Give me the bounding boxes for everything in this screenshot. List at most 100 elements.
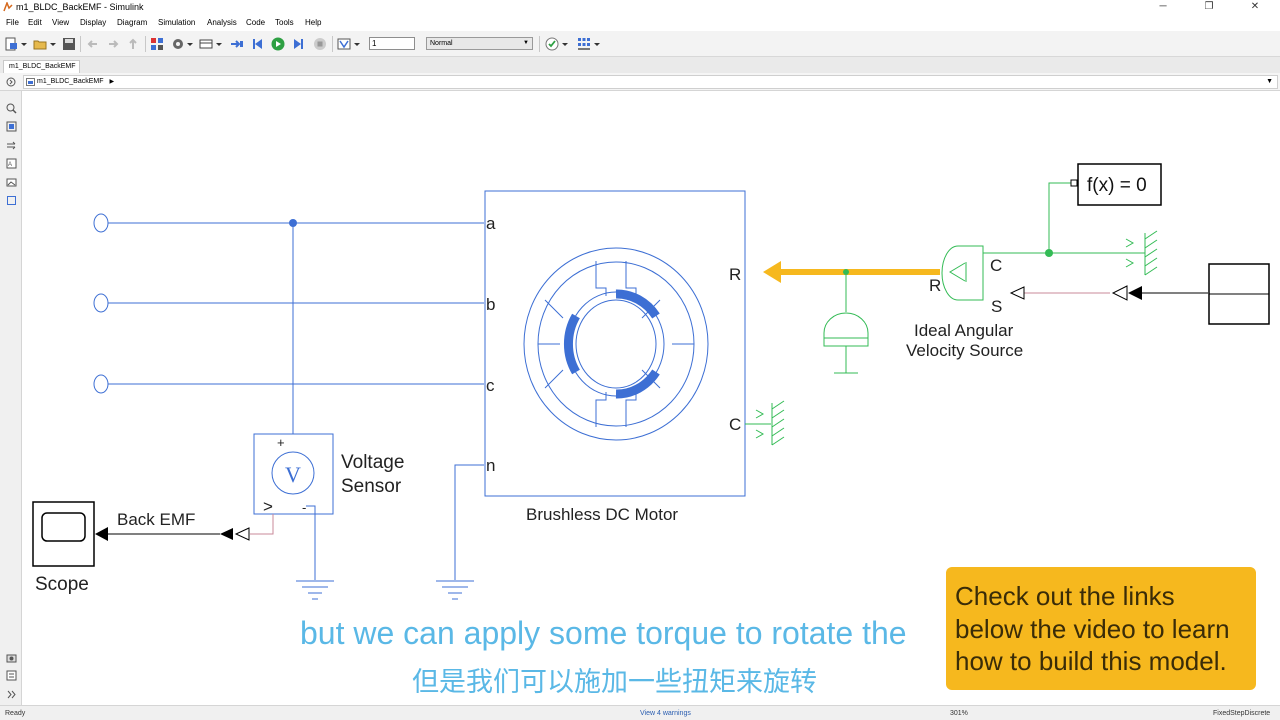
toolbar-separator <box>539 36 540 52</box>
data-inspector-icon[interactable] <box>577 37 591 51</box>
menu-simulation[interactable]: Simulation <box>158 18 196 27</box>
toolbar-separator <box>80 36 81 52</box>
mechanical-reference-source[interactable] <box>1125 230 1158 276</box>
close-button[interactable]: ✕ <box>1250 1 1260 12</box>
model-advisor-icon[interactable] <box>545 37 559 51</box>
callout-line: how to build this model. <box>955 646 1227 676</box>
wire-sensor-minus[interactable] <box>306 505 316 580</box>
simulation-mode-select[interactable]: Normal ▼ <box>426 37 533 50</box>
source-port-r: R <box>929 276 941 295</box>
fit-to-view-icon[interactable] <box>6 121 17 132</box>
title-bar: m1_BLDC_BackEMF - Simulink ─ ❐ ✕ <box>0 0 1280 15</box>
menu-bar: File Edit View Display Diagram Simulatio… <box>0 15 1280 31</box>
chevron-down-icon[interactable] <box>353 37 361 51</box>
menu-analysis[interactable]: Analysis <box>207 18 237 27</box>
chevron-down-icon[interactable]: ▼ <box>1266 78 1273 85</box>
model-tab-strip: m1_BLDC_BackEMF <box>0 57 1280 73</box>
model-explorer-icon[interactable] <box>199 37 213 51</box>
block-diagram: a b c n R C Brushless DC Motor V <box>32 163 1270 600</box>
simulink-ps-converter-icon[interactable] <box>1128 286 1142 300</box>
subtitle-english: but we can apply some torque to rotate t… <box>300 615 907 651</box>
area-icon[interactable] <box>6 195 17 206</box>
annotation-icon[interactable]: A <box>6 158 17 169</box>
callout-box <box>946 567 1256 690</box>
arrow-icon[interactable] <box>6 140 17 151</box>
sensor-output-wire[interactable] <box>250 514 274 535</box>
simulink-ps-converter-icon[interactable] <box>1111 285 1128 301</box>
scope-block[interactable] <box>32 501 95 567</box>
connection-port-b[interactable] <box>93 293 109 313</box>
ps-converter-icon[interactable] <box>234 527 250 541</box>
toolbar-separator <box>332 36 333 52</box>
stop-icon[interactable] <box>313 37 327 51</box>
menu-edit[interactable]: Edit <box>28 18 42 27</box>
back-icon[interactable] <box>86 37 100 51</box>
connection-port-c[interactable] <box>93 374 109 394</box>
open-folder-icon[interactable] <box>33 37 47 51</box>
up-icon[interactable] <box>126 37 140 51</box>
menu-display[interactable]: Display <box>80 18 107 27</box>
stop-time-input[interactable]: 1 <box>369 37 415 50</box>
explorer-bar: m1_BLDC_BackEMF ▶ ▼ <box>0 73 1280 91</box>
breadcrumb-model[interactable]: m1_BLDC_BackEMF <box>37 78 104 85</box>
run-icon[interactable] <box>271 37 285 51</box>
callout-text: Check out the links below the video to l… <box>955 580 1255 678</box>
subtitle-chinese: 但是我们可以施加一些扭矩来旋转 <box>412 667 817 698</box>
menu-help[interactable]: Help <box>305 18 322 27</box>
simulink-ps-converter-icon[interactable] <box>1009 286 1025 300</box>
wire-solver[interactable] <box>1048 182 1073 253</box>
screenshot-icon[interactable] <box>6 652 17 663</box>
toolbar-separator <box>145 36 146 52</box>
chevron-down-icon: ▼ <box>523 40 529 46</box>
electrical-ground-sensor[interactable] <box>296 580 334 600</box>
inertia-block[interactable] <box>823 275 869 374</box>
chevron-down-icon[interactable] <box>49 37 57 51</box>
wire-neutral[interactable] <box>454 464 484 580</box>
chevron-down-icon[interactable] <box>561 37 569 51</box>
image-icon[interactable] <box>6 177 17 188</box>
minimize-button[interactable]: ─ <box>1159 1 1167 12</box>
brushless-dc-motor-block[interactable]: a b c n R C <box>484 190 746 497</box>
chevron-down-icon[interactable] <box>20 37 28 51</box>
menu-file[interactable]: File <box>6 18 19 27</box>
menu-diagram[interactable]: Diagram <box>117 18 148 27</box>
step-back-icon[interactable] <box>251 37 265 51</box>
menu-tools[interactable]: Tools <box>275 18 294 27</box>
toolbar: 1 Normal ▼ <box>0 31 1280 57</box>
breadcrumb[interactable]: m1_BLDC_BackEMF ▶ ▼ <box>23 75 1278 89</box>
status-warnings-link[interactable]: View 4 warnings <box>640 710 691 717</box>
new-model-icon[interactable] <box>4 37 18 51</box>
tab-m1-bldc-backemf[interactable]: m1_BLDC_BackEMF <box>3 60 80 73</box>
signal-label-back-emf: Back EMF <box>117 510 195 529</box>
window-title: m1_BLDC_BackEMF - Simulink <box>16 2 144 12</box>
source-label-line1: Ideal Angular <box>914 321 1014 340</box>
gear-icon[interactable] <box>171 37 185 51</box>
signal-arrowhead <box>95 527 108 541</box>
update-diagram-icon[interactable] <box>230 37 244 51</box>
mechanical-reference-motor[interactable] <box>745 400 785 446</box>
zoom-in-icon[interactable] <box>6 103 17 114</box>
chevron-down-icon[interactable] <box>186 37 194 51</box>
expand-icon[interactable] <box>6 689 17 700</box>
callout-line: below the video to learn <box>955 613 1230 644</box>
menu-view[interactable]: View <box>52 18 70 27</box>
record-icon[interactable] <box>337 37 351 51</box>
model-icon <box>26 78 35 86</box>
electrical-ground-neutral[interactable] <box>436 580 474 600</box>
ps-converter-icon[interactable] <box>220 528 233 540</box>
chevron-down-icon[interactable] <box>215 37 223 51</box>
port-label-c: c <box>486 376 495 395</box>
forward-icon[interactable] <box>106 37 120 51</box>
voltage-sensor-block[interactable]: V + - > <box>253 433 334 516</box>
ideal-angular-velocity-source-block[interactable] <box>941 245 984 301</box>
library-browser-icon[interactable] <box>150 37 164 51</box>
hide-explorer-icon[interactable] <box>6 77 16 87</box>
chevron-down-icon[interactable] <box>593 37 601 51</box>
save-icon[interactable] <box>62 37 76 51</box>
connection-port-a[interactable] <box>93 213 109 233</box>
menu-code[interactable]: Code <box>246 18 266 27</box>
step-forward-icon[interactable] <box>291 37 305 51</box>
solver-configuration-block[interactable]: f(x) = 0 <box>1070 163 1162 206</box>
restore-button[interactable]: ❐ <box>1204 1 1214 12</box>
property-inspector-icon[interactable] <box>6 670 17 681</box>
